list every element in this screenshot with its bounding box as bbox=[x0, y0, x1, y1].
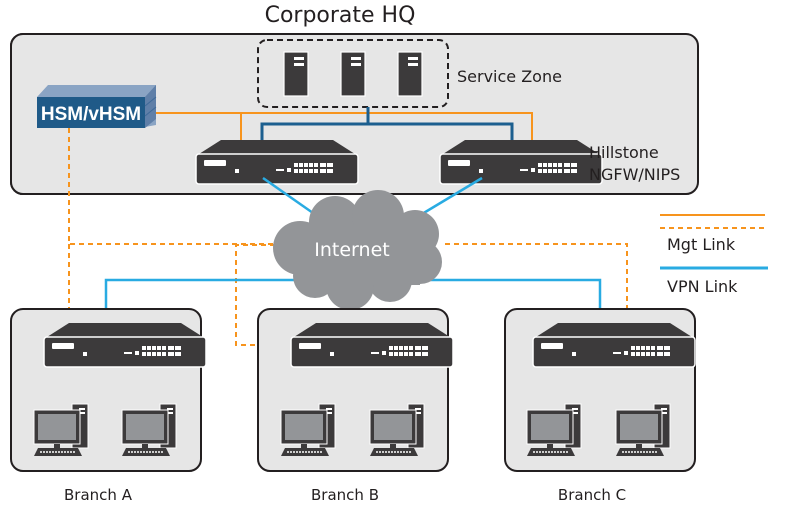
internet-label: Internet bbox=[314, 239, 389, 261]
hq-title: Corporate HQ bbox=[265, 3, 416, 28]
legend: Mgt Link VPN Link bbox=[660, 214, 768, 296]
server-icon bbox=[283, 51, 309, 97]
branch-c: Branch C bbox=[504, 308, 696, 504]
hq-firewall-2 bbox=[439, 139, 603, 185]
internal-link-hq bbox=[260, 107, 514, 145]
branch-a-label: Branch A bbox=[64, 486, 133, 504]
computer-icon bbox=[615, 403, 671, 457]
server-icon bbox=[340, 51, 366, 97]
branch-a: Branch A bbox=[10, 308, 207, 504]
firewall-label-line2: NGFW/NIPS bbox=[589, 165, 680, 184]
computer-icon bbox=[121, 403, 177, 457]
legend-mgt-label: Mgt Link bbox=[667, 235, 736, 254]
branch-b: Branch B bbox=[257, 308, 454, 504]
computer-icon bbox=[526, 403, 582, 457]
computer-icon bbox=[280, 403, 336, 457]
vpn-link-hq bbox=[262, 176, 483, 219]
servers bbox=[283, 51, 423, 97]
legend-vpn-label: VPN Link bbox=[667, 277, 738, 296]
firewall-label-line1: Hillstone bbox=[589, 143, 659, 162]
internet-cloud: Internet bbox=[273, 190, 442, 310]
hsm-appliance: HSM/vHSM bbox=[37, 85, 157, 128]
hsm-label: HSM/vHSM bbox=[41, 104, 141, 125]
branch-b-firewall bbox=[290, 322, 454, 368]
server-icon bbox=[397, 51, 423, 97]
branch-c-firewall bbox=[532, 322, 696, 368]
branch-b-label: Branch B bbox=[311, 486, 379, 504]
service-zone-boundary bbox=[257, 39, 449, 108]
branch-a-firewall bbox=[43, 322, 207, 368]
computer-icon bbox=[369, 403, 425, 457]
service-zone-label: Service Zone bbox=[457, 67, 562, 86]
hq-firewall-1 bbox=[195, 139, 359, 185]
branch-c-label: Branch C bbox=[558, 486, 626, 504]
mgt-link-hq bbox=[155, 112, 533, 140]
computer-icon bbox=[33, 403, 89, 457]
